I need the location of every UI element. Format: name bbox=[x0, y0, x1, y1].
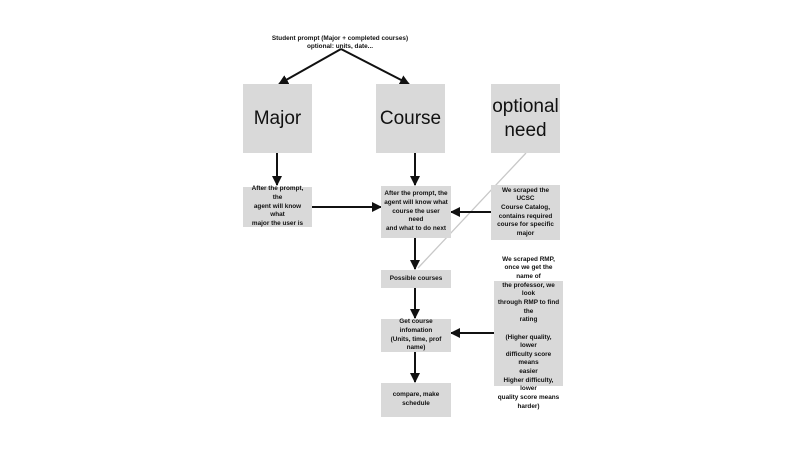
catalog-box: We scraped the UCSC Course Catalog, cont… bbox=[491, 185, 560, 240]
course-label: Course bbox=[379, 107, 442, 129]
compare-text: compare, make schedule bbox=[392, 391, 440, 407]
course-agent-text: After the prompt, the agent will know wh… bbox=[384, 190, 448, 232]
major-agent-box: After the prompt, the agent will know wh… bbox=[243, 185, 312, 227]
course-info-box: Get course infomation (Units, time, prof… bbox=[381, 318, 451, 352]
optional-connector-line bbox=[417, 152, 527, 269]
header-line-1: Student prompt (Major + completed course… bbox=[271, 35, 409, 42]
major-box: Major bbox=[243, 84, 312, 153]
optional-need-box: optional need bbox=[491, 84, 560, 153]
major-agent-text: After the prompt, the agent will know wh… bbox=[251, 185, 304, 227]
major-label: Major bbox=[253, 107, 302, 129]
course-info-text: Get course infomation (Units, time, prof… bbox=[390, 318, 442, 352]
optional-need-label: optional need bbox=[492, 95, 559, 141]
course-agent-box: After the prompt, the agent will know wh… bbox=[381, 186, 451, 238]
arrow-header-to-major bbox=[278, 48, 342, 85]
rmp-text: We scraped RMP, once we get the name of … bbox=[497, 255, 560, 410]
possible-courses-text: Possible courses bbox=[389, 274, 443, 282]
compare-box: compare, make schedule bbox=[381, 383, 451, 417]
student-prompt-header: Student prompt (Major + completed course… bbox=[260, 35, 420, 50]
header-line-2: optional: units, date... bbox=[306, 42, 374, 50]
possible-courses-box: Possible courses bbox=[381, 270, 451, 288]
rmp-box: We scraped RMP, once we get the name of … bbox=[494, 256, 563, 410]
catalog-text: We scraped the UCSC Course Catalog, cont… bbox=[497, 186, 554, 237]
arrow-header-to-course bbox=[340, 48, 410, 85]
course-box: Course bbox=[376, 84, 445, 153]
